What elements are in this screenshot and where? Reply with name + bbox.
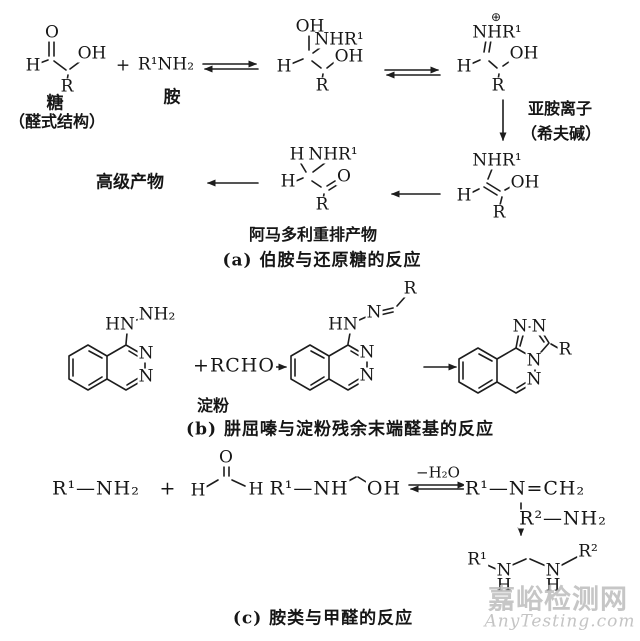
triazole-n2-label: N: [530, 316, 548, 337]
sugar-h-label: H: [24, 55, 42, 76]
hydralazine-hn-label: HN: [104, 314, 136, 335]
watermark-site-url: AnyTesting.com: [484, 611, 636, 632]
triazole-ring-n-label: N: [525, 369, 543, 390]
iminium-structure-bonds: [470, 39, 514, 81]
caption-c: (c) 胺类与甲醛的反应: [232, 608, 414, 629]
sugar-r-label: R: [59, 76, 75, 97]
caption-a: (a) 伯胺与还原糖的反应: [222, 250, 422, 271]
aminal-n2-label: N: [544, 560, 562, 581]
equilibrium-arrow-4: [408, 481, 468, 493]
carbinolamine-h-label: H: [275, 56, 293, 77]
sugar-form-label: （醛式结构）: [8, 112, 106, 131]
hemiaminal-formula: R¹—NH: [268, 477, 350, 500]
iminium-r-label: R: [490, 75, 506, 96]
higher-products-label: 高级产物: [96, 172, 164, 193]
sugar-oh-label: OH: [76, 43, 108, 64]
hydrazone-ring-n1-label: N: [358, 342, 376, 363]
hydrazone-r-label: R: [402, 278, 418, 299]
hydralazine-ring-n2-label: N: [137, 366, 155, 387]
carbinolamine-oh-top-label: OH: [294, 16, 326, 37]
aminal-h2-label: H: [544, 575, 562, 596]
second-amine-formula: R²—NH₂: [518, 507, 608, 530]
formaldehyde-h-right-label: H: [247, 479, 265, 500]
iminium-nhr1-label: NHR¹: [471, 22, 523, 43]
watermark-site-name: 嘉峪检测网: [488, 584, 628, 616]
enol-structure-bonds: [470, 168, 515, 206]
minus-water-label: −H₂O: [414, 463, 462, 482]
amadori-r-label: R: [314, 194, 330, 215]
triazolophthalazine-structure-bonds: [458, 326, 559, 394]
positive-charge-icon: ⊕: [490, 10, 502, 24]
plus-sign-a: +: [114, 55, 132, 76]
starch-label: 淀粉: [196, 396, 230, 415]
plus-rcho-label: +RCHO: [192, 354, 276, 377]
amine-name-label: 胺: [163, 87, 181, 108]
amine-formula-label: R¹NH₂: [136, 54, 196, 75]
enol-nhr1-label: NHR¹: [471, 150, 523, 171]
primary-amine-formula: R¹—NH₂: [51, 477, 141, 500]
sugar-structure-bonds: [39, 41, 83, 82]
aminal-r2-label: R²: [577, 541, 599, 562]
aminal-r1-label: R¹: [466, 549, 488, 570]
amadori-h-top-label: H: [288, 144, 306, 165]
sugar-name-label: 糖: [46, 93, 64, 114]
hydralazine-nh2-label: NH₂: [137, 304, 177, 325]
aminal-n1-label: N: [495, 560, 513, 581]
triazole-r-label: R: [557, 339, 573, 360]
carbinolamine-r-label: R: [314, 75, 330, 96]
formaldehyde-structure-bonds: [205, 465, 246, 488]
enol-oh-label: OH: [509, 172, 541, 193]
amadori-product-label: 阿马多利重排产物: [248, 225, 378, 244]
hemiaminal-oh-label: OH: [365, 477, 403, 500]
formaldehyde-h-left-label: H: [189, 480, 207, 501]
caption-b: (b) 肼屈嗪与淀粉残余末端醛基的反应: [186, 419, 494, 440]
formaldehyde-o-label: O: [218, 447, 234, 468]
hydrazone-n-label: N: [365, 302, 383, 323]
imine-formula: R¹—N=CH₂: [463, 477, 587, 500]
amadori-o-label: O: [336, 166, 352, 187]
iminium-h-label: H: [455, 56, 473, 77]
plus-sign-c: +: [158, 477, 178, 500]
hydrazone-hn-label: HN: [327, 314, 359, 335]
enol-r-label: R: [491, 202, 507, 223]
carbinolamine-nhr1-label: NHR¹: [313, 29, 365, 50]
triazole-bridgehead-n-label: N: [525, 350, 543, 371]
sugar-o-label: O: [44, 22, 60, 43]
iminium-note-line2: （希夫碱）: [520, 124, 602, 143]
aminal-h1-label: H: [495, 575, 513, 596]
hydrazone-ring-n2-label: N: [358, 365, 376, 386]
amadori-nhr1-label: NHR¹: [307, 144, 359, 165]
iminium-oh-label: OH: [508, 43, 540, 64]
amadori-h-label: H: [279, 171, 297, 192]
iminium-note-line1: 亚胺离子: [527, 99, 593, 118]
carbinolamine-oh-label: OH: [333, 46, 365, 67]
equilibrium-arrow-1: [202, 60, 259, 73]
triazole-n1-label: N: [511, 316, 529, 337]
hydrazone-structure-bonds: [290, 296, 406, 391]
equilibrium-arrow-2: [384, 66, 441, 79]
hydralazine-ring-n1-label: N: [137, 343, 155, 364]
enol-h-label: H: [455, 185, 473, 206]
